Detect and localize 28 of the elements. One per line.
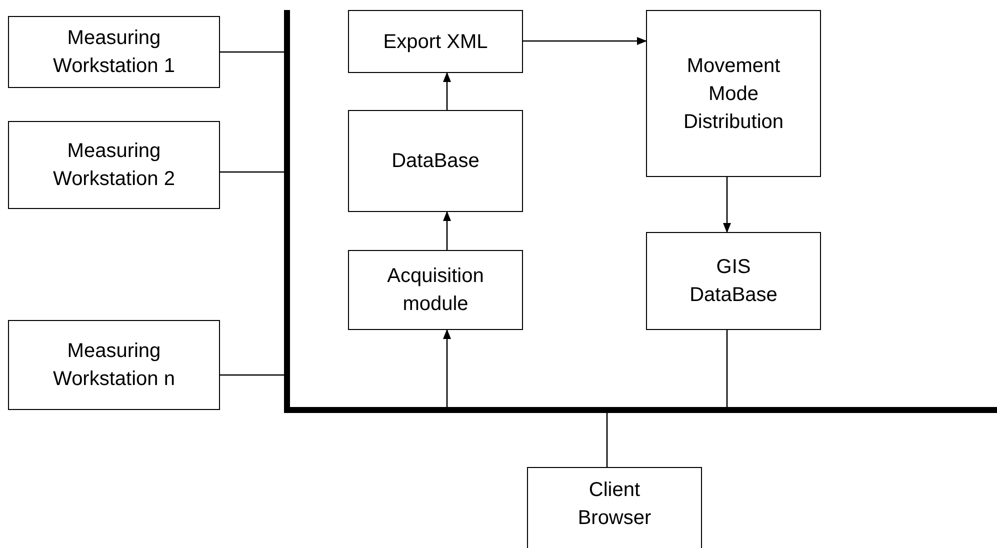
connector-line (220, 51, 284, 53)
process-box (8, 320, 220, 410)
process-box (8, 16, 220, 88)
connector-line (726, 330, 728, 407)
connector-line (220, 374, 284, 376)
process-box (348, 110, 523, 212)
box-label: Measuring Workstation n (52, 339, 176, 392)
arrow (723, 177, 731, 233)
process-box (646, 232, 821, 330)
box-label: Acquisition module (386, 264, 485, 317)
box-label: Measuring Workstation 2 (52, 139, 176, 192)
box-label: Movement Mode Distribution (682, 54, 785, 134)
process-box (8, 121, 220, 209)
connector-line (606, 413, 608, 467)
box-label: DataBase (392, 149, 480, 174)
arrow (443, 211, 451, 250)
process-box (527, 467, 702, 548)
box-label: Export XML (383, 30, 488, 54)
connector-line (220, 171, 284, 173)
arrow (443, 72, 451, 110)
arrow (523, 37, 647, 45)
box-label: Client Browser (576, 478, 652, 531)
arrow (443, 329, 451, 407)
box-label: GIS DataBase (688, 255, 778, 308)
process-box (348, 250, 523, 330)
box-label: Measuring Workstation 1 (52, 26, 176, 79)
process-box (646, 10, 821, 177)
process-box (348, 10, 523, 73)
